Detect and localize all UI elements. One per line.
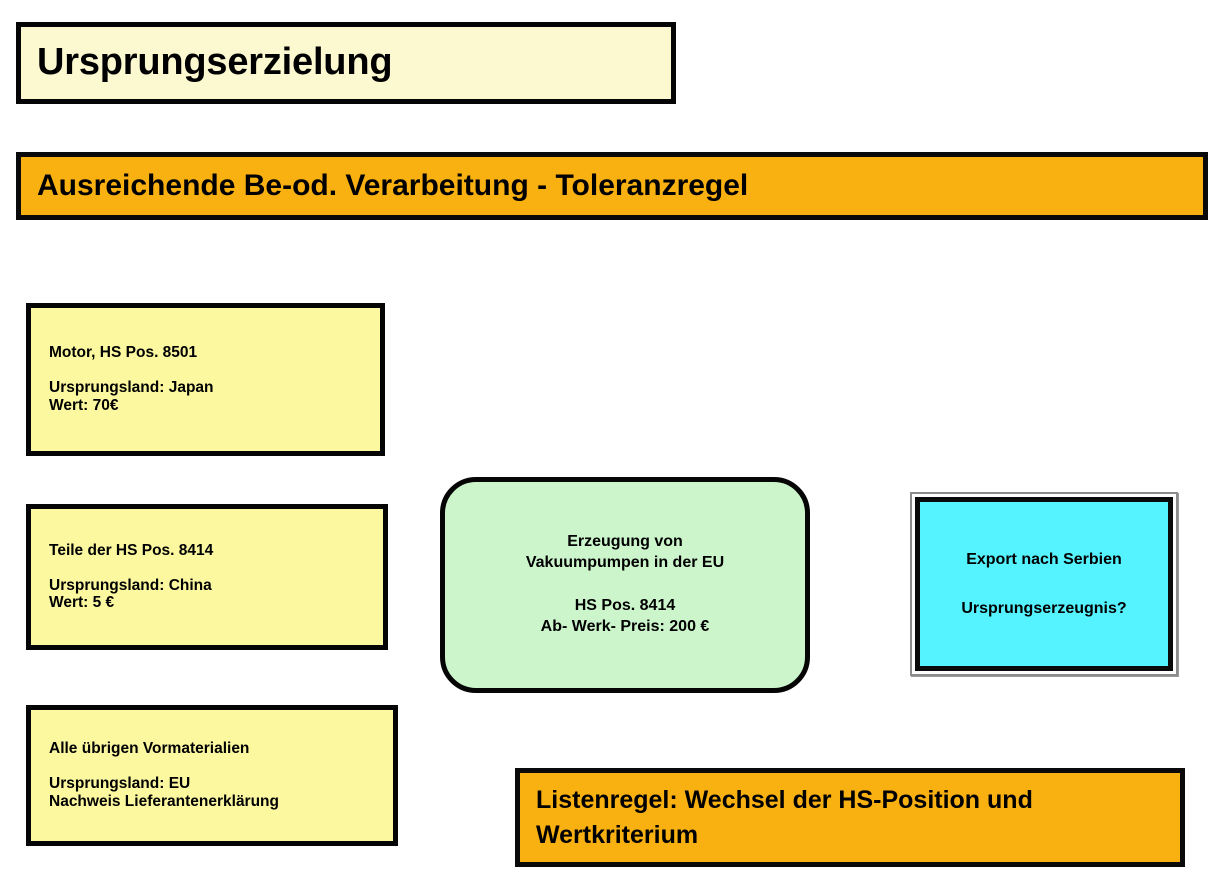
list-rule-line-2: Wertkriterium bbox=[536, 820, 699, 849]
spacer bbox=[49, 758, 393, 775]
export-destination: Export nach Serbien bbox=[966, 550, 1122, 568]
material-value: Wert: 5 € bbox=[49, 594, 115, 612]
export-question: Ursprungserzeugnis? bbox=[961, 600, 1127, 617]
production-line-1: Erzeugung von bbox=[567, 533, 683, 551]
material-box-other: Alle übrigen Vormaterialien Ursprungslan… bbox=[26, 705, 398, 846]
export-box-inner: Export nach Serbien Ursprungserzeugnis? bbox=[915, 497, 1173, 671]
production-line-2: Vakuumpumpen in der EU bbox=[525, 554, 725, 572]
material-value: Nachweis Lieferantenerklärung bbox=[49, 792, 279, 810]
material-origin: Ursprungsland: China bbox=[49, 576, 212, 594]
material-box-parts: Teile der HS Pos. 8414 Ursprungsland: Ch… bbox=[26, 504, 388, 650]
material-name: Teile der HS Pos. 8414 bbox=[49, 541, 214, 559]
spacer bbox=[49, 362, 380, 379]
material-name: Motor, HS Pos. 8501 bbox=[49, 344, 198, 362]
material-value: Wert: 70€ bbox=[49, 396, 119, 414]
slide-title-box: Ursprungserzielung bbox=[16, 22, 676, 104]
list-rule-box: Listenregel: Wechsel der HS-Position und… bbox=[515, 768, 1185, 867]
section-banner-label: Ausreichende Be-od. Verarbeitung - Toler… bbox=[37, 168, 749, 202]
spacer bbox=[49, 560, 383, 577]
production-box: Erzeugung von Vakuumpumpen in der EU HS … bbox=[440, 477, 810, 693]
export-box: Export nach Serbien Ursprungserzeugnis? bbox=[910, 492, 1178, 676]
production-hs-position: HS Pos. 8414 bbox=[574, 597, 676, 614]
material-origin: Ursprungsland: Japan bbox=[49, 379, 214, 397]
section-banner: Ausreichende Be-od. Verarbeitung - Toler… bbox=[16, 152, 1208, 220]
material-origin: Ursprungsland: EU bbox=[49, 775, 191, 793]
production-ex-works-price: Ab- Werk- Preis: 200 € bbox=[540, 617, 710, 635]
list-rule-line-1: Listenregel: Wechsel der HS-Position und bbox=[536, 786, 1033, 814]
page-title: Ursprungserzielung bbox=[37, 41, 393, 84]
material-name: Alle übrigen Vormaterialien bbox=[49, 740, 250, 758]
material-box-motor: Motor, HS Pos. 8501 Ursprungsland: Japan… bbox=[26, 303, 385, 456]
